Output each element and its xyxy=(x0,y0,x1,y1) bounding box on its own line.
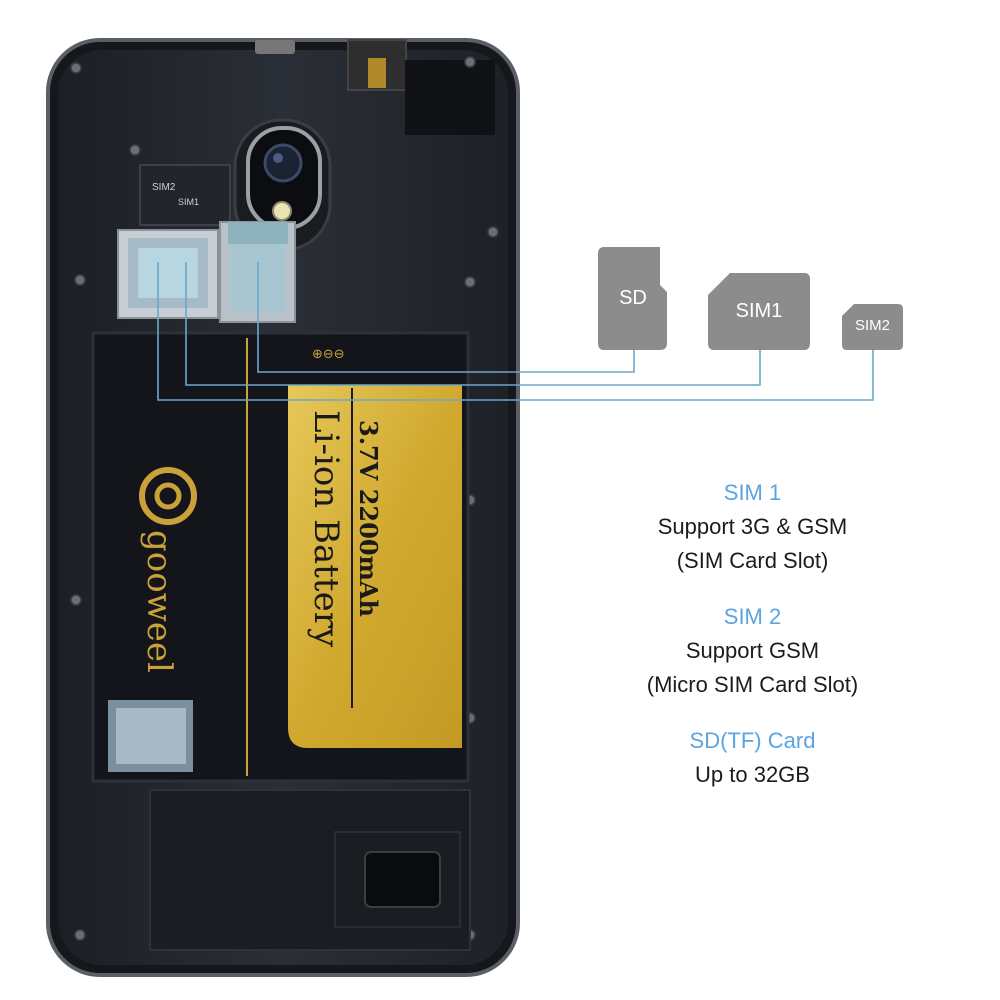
spec-sim1-line-1: Support 3G & GSM xyxy=(657,514,848,539)
spec-sim1: SIM 1 Support 3G & GSM (SIM Card Slot) xyxy=(600,476,905,578)
spec-sd-line-1: Up to 32GB xyxy=(695,762,810,787)
camera-lens xyxy=(263,143,303,183)
battery-polarity: ⊕⊖⊖ xyxy=(312,347,345,362)
flash-led xyxy=(272,201,292,221)
battery-brand: gooweel xyxy=(139,530,179,673)
sd-card-icon xyxy=(598,247,667,350)
sim2-card-label: SIM2 xyxy=(854,317,890,334)
sd-card-label: SD xyxy=(619,287,647,309)
sd-slot xyxy=(228,222,288,244)
antenna-block xyxy=(405,60,495,135)
spec-sd: SD(TF) Card Up to 32GB xyxy=(600,724,905,792)
spec-sim2-heading: SIM 2 xyxy=(723,604,782,629)
brand-logo-icon xyxy=(139,467,197,525)
sim-tray-area xyxy=(139,164,231,226)
spec-sim2-line-1: Support GSM xyxy=(685,638,820,663)
spec-sd-heading: SD(TF) Card xyxy=(689,728,816,753)
sim2-card-icon xyxy=(842,304,903,350)
battery-gold-label xyxy=(288,385,462,748)
spec-sim2-line-2: (Micro SIM Card Slot) xyxy=(646,672,859,697)
leader-lines xyxy=(157,262,874,401)
spec-sim2: SIM 2 Support GSM (Micro SIM Card Slot) xyxy=(600,600,905,702)
spec-sim1-heading: SIM 1 xyxy=(723,480,782,505)
sim1-card-label: SIM1 xyxy=(735,300,783,322)
tray-label-sim2: SIM2 xyxy=(152,182,176,193)
battery-type: Li-ion Battery xyxy=(306,410,346,648)
sim1-card-icon xyxy=(708,273,810,350)
tray-label-sim1: SIM1 xyxy=(178,197,199,207)
spec-sim1-line-2: (SIM Card Slot) xyxy=(676,548,829,573)
usb-port xyxy=(255,40,295,54)
battery-spec: 3.7V 2200mAh xyxy=(354,420,383,617)
speaker-grille xyxy=(364,851,441,908)
